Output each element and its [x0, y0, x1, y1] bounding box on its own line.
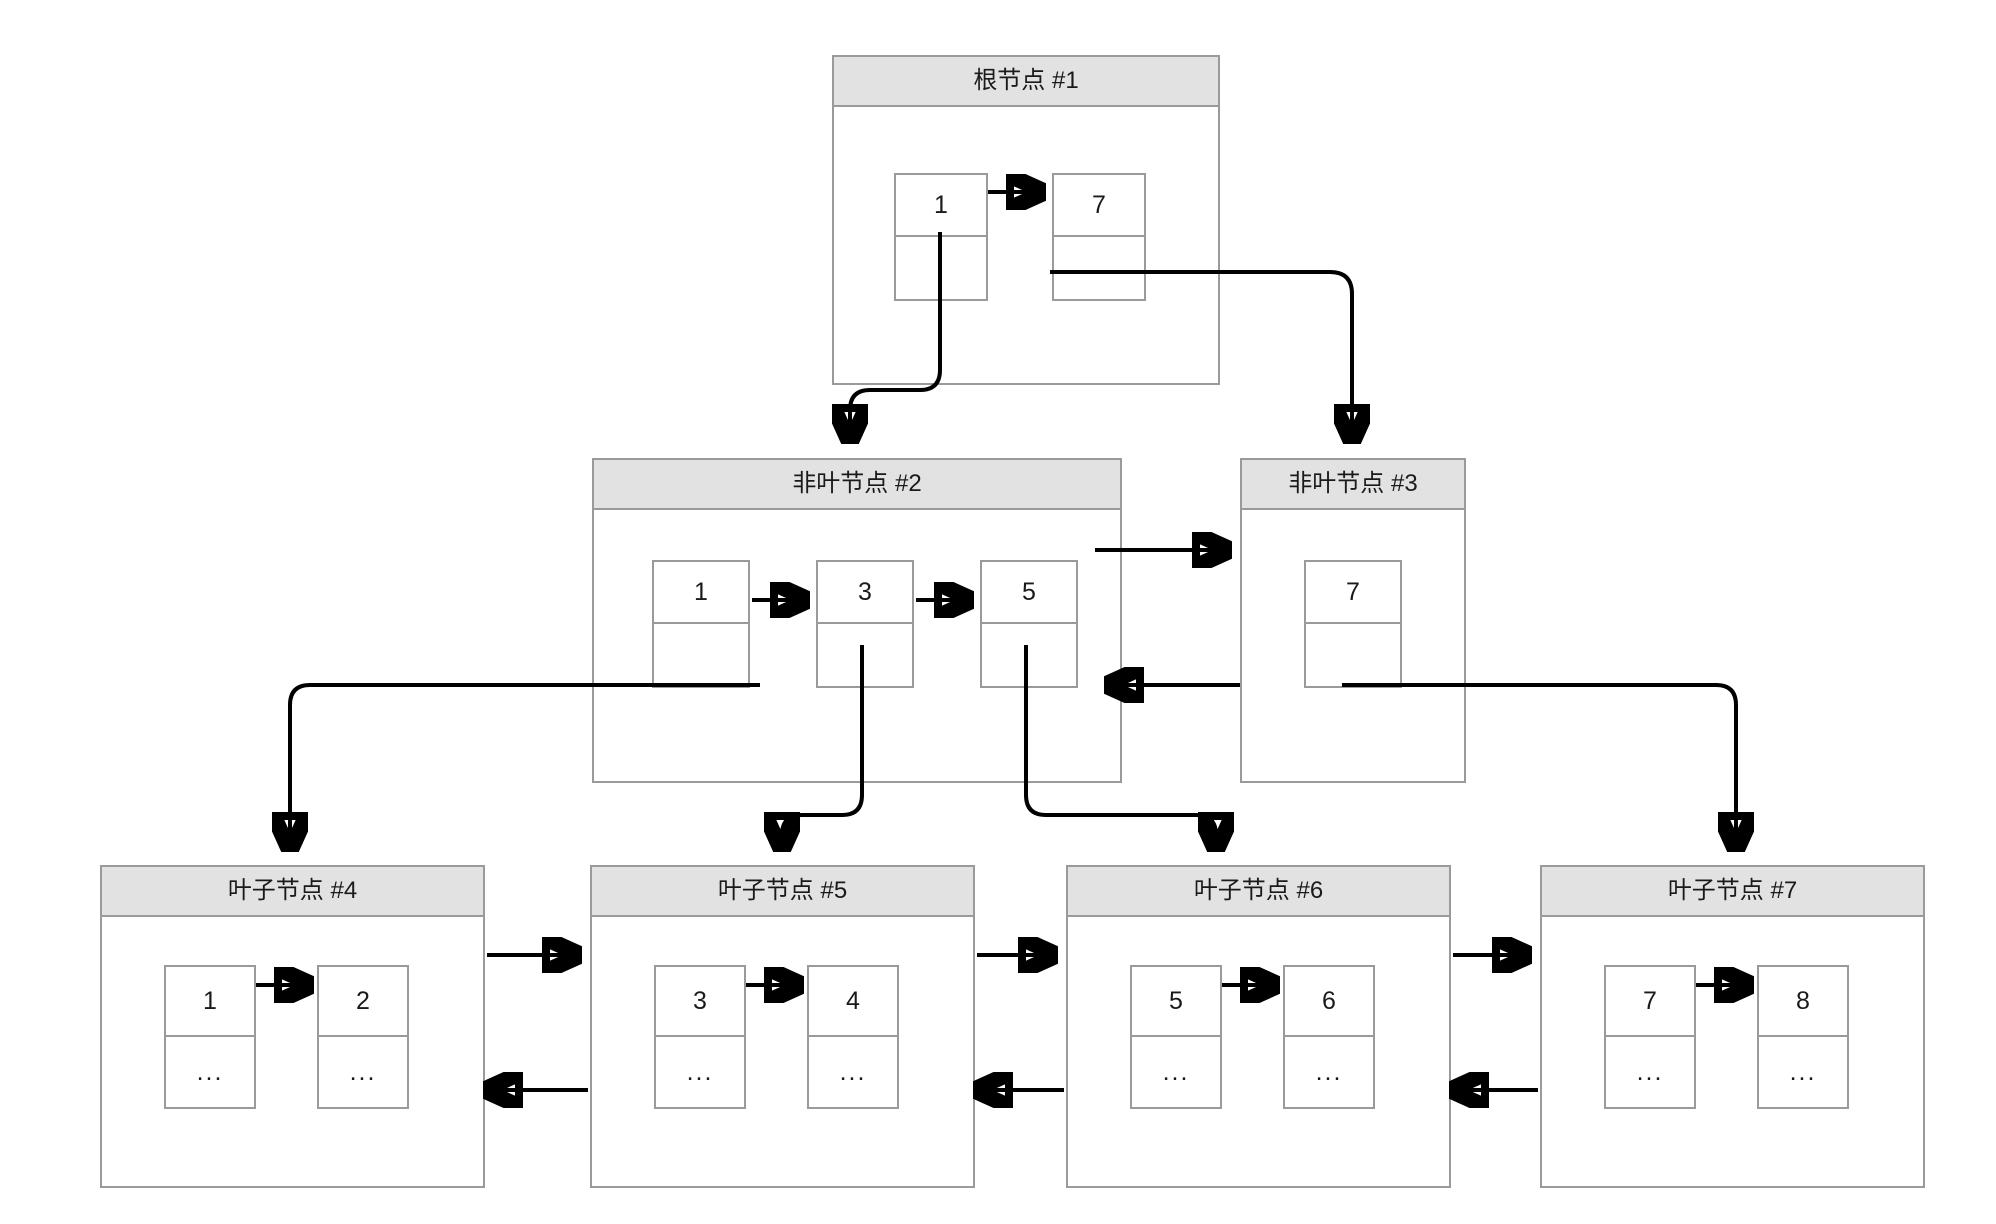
node-leaf-4-cell-0[interactable]: 1 ...	[164, 965, 256, 1109]
node-internal-3-cell-0-ptr	[1306, 624, 1400, 686]
node-internal-3-body: 7	[1242, 510, 1464, 781]
node-leaf-6-cell-1-ptr: ...	[1315, 1057, 1343, 1086]
node-internal-2-cell-2-ptr	[982, 624, 1076, 686]
node-leaf-7-cell-1-key: 8	[1759, 967, 1847, 1037]
node-internal-2-cell-0-ptr	[654, 624, 748, 686]
node-root-1-cell-0[interactable]: 1	[894, 173, 988, 301]
node-internal-3-cell-0[interactable]: 7	[1304, 560, 1402, 688]
node-leaf-7-title: 叶子节点 #7	[1542, 867, 1923, 917]
node-root-1-cell-0-key: 1	[896, 175, 986, 237]
node-root-1-body: 1 7	[834, 107, 1218, 383]
node-leaf-5-cell-0[interactable]: 3 ...	[654, 965, 746, 1109]
node-leaf-5-cell-1-ptr: ...	[839, 1057, 867, 1086]
node-leaf-7[interactable]: 叶子节点 #7 7 ... 8 ...	[1540, 865, 1925, 1188]
node-leaf-7-cell-1[interactable]: 8 ...	[1757, 965, 1849, 1109]
node-leaf-5-body: 3 ... 4 ...	[592, 917, 973, 1186]
node-leaf-4-cell-1-key: 2	[319, 967, 407, 1037]
node-root-1-cell-0-ptr	[896, 237, 986, 299]
node-internal-3-cell-0-key: 7	[1306, 562, 1400, 624]
node-root-1-cell-1-ptr	[1054, 237, 1144, 299]
node-internal-2-body: 1 3 5	[594, 510, 1120, 781]
node-internal-3[interactable]: 非叶节点 #3 7	[1240, 458, 1466, 783]
node-leaf-5[interactable]: 叶子节点 #5 3 ... 4 ...	[590, 865, 975, 1188]
node-leaf-4-title: 叶子节点 #4	[102, 867, 483, 917]
node-leaf-4-cell-1[interactable]: 2 ...	[317, 965, 409, 1109]
node-leaf-6-cell-0[interactable]: 5 ...	[1130, 965, 1222, 1109]
node-internal-2-cell-2[interactable]: 5	[980, 560, 1078, 688]
node-internal-2[interactable]: 非叶节点 #2 1 3 5	[592, 458, 1122, 783]
node-leaf-5-cell-1-key: 4	[809, 967, 897, 1037]
node-leaf-7-body: 7 ... 8 ...	[1542, 917, 1923, 1186]
node-root-1-cell-1-key: 7	[1054, 175, 1144, 237]
node-internal-2-cell-0[interactable]: 1	[652, 560, 750, 688]
node-leaf-5-cell-1[interactable]: 4 ...	[807, 965, 899, 1109]
node-leaf-7-cell-0-ptr: ...	[1636, 1057, 1664, 1086]
node-leaf-7-cell-0-key: 7	[1606, 967, 1694, 1037]
node-internal-2-title: 非叶节点 #2	[594, 460, 1120, 510]
node-leaf-6-body: 5 ... 6 ...	[1068, 917, 1449, 1186]
node-internal-3-title: 非叶节点 #3	[1242, 460, 1464, 510]
node-leaf-4[interactable]: 叶子节点 #4 1 ... 2 ...	[100, 865, 485, 1188]
node-internal-2-cell-0-key: 1	[654, 562, 748, 624]
node-leaf-4-cell-0-key: 1	[166, 967, 254, 1037]
node-leaf-4-cell-0-ptr: ...	[196, 1057, 224, 1086]
node-internal-2-cell-1[interactable]: 3	[816, 560, 914, 688]
node-leaf-6-cell-1[interactable]: 6 ...	[1283, 965, 1375, 1109]
node-leaf-4-body: 1 ... 2 ...	[102, 917, 483, 1186]
node-internal-2-cell-1-ptr	[818, 624, 912, 686]
node-leaf-7-cell-0[interactable]: 7 ...	[1604, 965, 1696, 1109]
node-root-1[interactable]: 根节点 #1 1 7	[832, 55, 1220, 385]
node-leaf-6-cell-1-key: 6	[1285, 967, 1373, 1037]
node-leaf-5-cell-0-ptr: ...	[686, 1057, 714, 1086]
node-internal-2-cell-2-key: 5	[982, 562, 1076, 624]
node-internal-2-cell-1-key: 3	[818, 562, 912, 624]
node-root-1-title: 根节点 #1	[834, 57, 1218, 107]
node-leaf-7-cell-1-ptr: ...	[1789, 1057, 1817, 1086]
node-leaf-6[interactable]: 叶子节点 #6 5 ... 6 ...	[1066, 865, 1451, 1188]
node-leaf-5-cell-0-key: 3	[656, 967, 744, 1037]
node-leaf-6-cell-0-ptr: ...	[1162, 1057, 1190, 1086]
node-leaf-4-cell-1-ptr: ...	[349, 1057, 377, 1086]
node-leaf-5-title: 叶子节点 #5	[592, 867, 973, 917]
node-leaf-6-title: 叶子节点 #6	[1068, 867, 1449, 917]
node-leaf-6-cell-0-key: 5	[1132, 967, 1220, 1037]
node-root-1-cell-1[interactable]: 7	[1052, 173, 1146, 301]
